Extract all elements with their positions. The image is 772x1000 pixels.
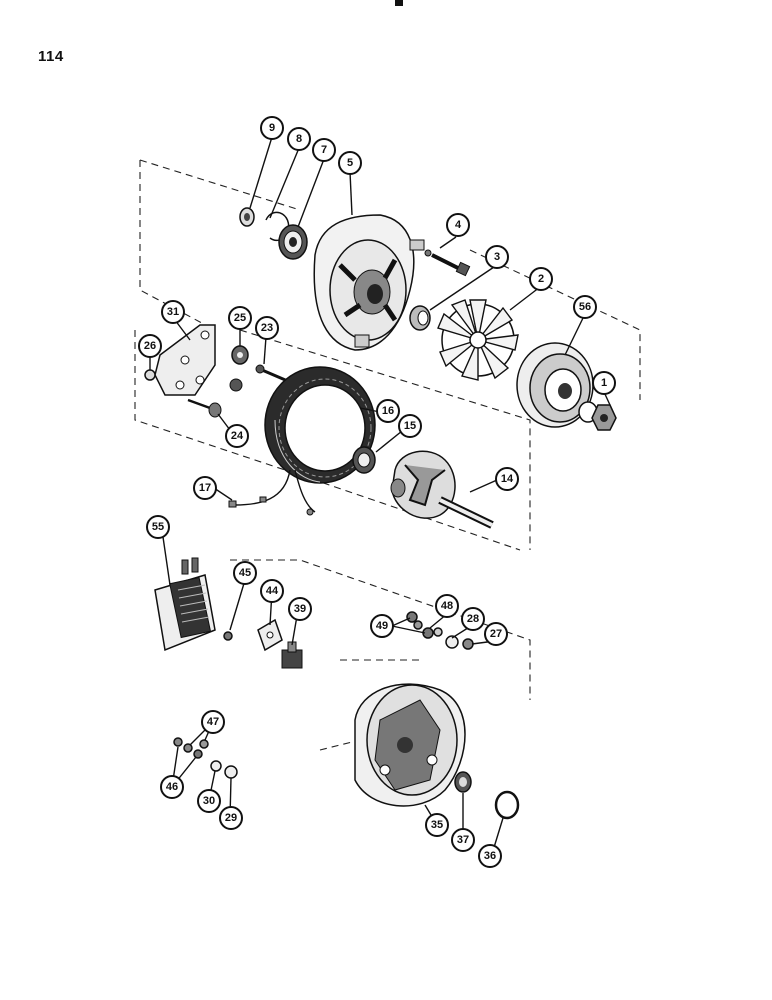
callout-14: 14: [495, 467, 519, 491]
part-44-plate: [257, 618, 283, 652]
callout-1: 1: [592, 371, 616, 395]
svg-text:46: 46: [166, 781, 178, 793]
callout-35: 35: [425, 813, 449, 837]
part-35-slip-ring-end-frame: [354, 683, 466, 807]
callout-17: 17: [193, 476, 217, 500]
callout-25: 25: [228, 306, 252, 330]
callout-8: 8: [287, 127, 311, 151]
part-26-washer: [144, 369, 156, 381]
svg-text:30: 30: [203, 795, 215, 807]
svg-text:1: 1: [601, 377, 607, 389]
part-55-regulator: [154, 557, 216, 652]
part-15-bearing: [352, 446, 376, 474]
part-2-fan: [437, 299, 519, 381]
svg-text:27: 27: [490, 628, 502, 640]
svg-text:24: 24: [231, 430, 244, 442]
callout-23: 23: [255, 316, 279, 340]
svg-text:14: 14: [501, 473, 514, 485]
svg-text:45: 45: [239, 567, 251, 579]
callout-29: 29: [219, 806, 243, 830]
svg-text:31: 31: [167, 306, 179, 318]
callout-24: 24: [225, 424, 249, 448]
callout-56: 56: [573, 295, 597, 319]
part-14-rotor: [390, 450, 494, 529]
svg-text:37: 37: [457, 834, 469, 846]
svg-text:3: 3: [494, 251, 500, 263]
callout-27: 27: [484, 622, 508, 646]
callout-7: 7: [312, 138, 336, 162]
callout-47: 47: [201, 710, 225, 734]
part-25-insulator: [231, 345, 249, 365]
part-37-bearing: [454, 771, 472, 793]
svg-text:7: 7: [321, 144, 327, 156]
svg-text:23: 23: [261, 322, 273, 334]
part-5-drive-end-frame: [313, 214, 425, 351]
callout-39: 39: [288, 597, 312, 621]
callout-9: 9: [260, 116, 284, 140]
svg-text:25: 25: [234, 312, 246, 324]
callout-37: 37: [451, 828, 475, 852]
part-24-screw: [187, 378, 243, 418]
part-31-bracket: [154, 324, 216, 396]
svg-text:39: 39: [294, 603, 306, 615]
callout-30: 30: [197, 789, 221, 813]
callout-2: 2: [529, 267, 553, 291]
svg-text:2: 2: [538, 273, 544, 285]
svg-text:9: 9: [269, 122, 275, 134]
callout-31: 31: [161, 300, 185, 324]
callout-4: 4: [446, 213, 470, 237]
part-9-bushing: [239, 207, 255, 227]
svg-text:15: 15: [404, 420, 416, 432]
part-56-pulley: [516, 342, 594, 428]
svg-text:17: 17: [199, 482, 211, 494]
part-39-terminal: [281, 641, 303, 669]
part-36-o-ring: [494, 790, 520, 820]
svg-text:49: 49: [376, 620, 388, 632]
svg-text:29: 29: [225, 812, 237, 824]
callout-5: 5: [338, 151, 362, 175]
assembly-guide-lines: [134, 159, 641, 751]
svg-text:47: 47: [207, 716, 219, 728]
svg-text:36: 36: [484, 850, 496, 862]
callout-45: 45: [233, 561, 257, 585]
callout-46: 46: [160, 775, 184, 799]
part-4-bolt: [424, 249, 471, 277]
callout-15: 15: [398, 414, 422, 438]
callout-3: 3: [485, 245, 509, 269]
callout-16: 16: [376, 399, 400, 423]
svg-text:26: 26: [144, 340, 156, 352]
callout-48: 48: [435, 594, 459, 618]
callout-36: 36: [478, 844, 502, 868]
part-7-bearing: [278, 224, 308, 260]
svg-text:16: 16: [382, 405, 394, 417]
page-number: 114: [38, 48, 64, 65]
callout-26: 26: [138, 334, 162, 358]
top-edge-mark: [395, 0, 403, 6]
part-17-leads: [228, 469, 316, 516]
callout-55: 55: [146, 515, 170, 539]
svg-text:4: 4: [455, 219, 462, 231]
svg-text:35: 35: [431, 819, 443, 831]
part-16-stator: [264, 366, 376, 484]
part-1-nut: [578, 401, 617, 431]
svg-text:28: 28: [467, 613, 479, 625]
svg-text:5: 5: [347, 157, 353, 169]
svg-text:48: 48: [441, 600, 453, 612]
svg-text:56: 56: [579, 301, 591, 313]
callout-49: 49: [370, 614, 394, 638]
part-45-screw: [223, 631, 233, 641]
svg-text:55: 55: [152, 521, 164, 533]
hardware-group-47-46-30-29: [173, 737, 238, 779]
svg-text:8: 8: [296, 133, 302, 145]
callout-28: 28: [461, 607, 485, 631]
part-3-spacer: [409, 305, 431, 331]
svg-text:44: 44: [266, 585, 279, 597]
leader-lines: [149, 136, 611, 855]
hardware-group-49-48-28-27: [406, 611, 474, 650]
callout-44: 44: [260, 579, 284, 603]
